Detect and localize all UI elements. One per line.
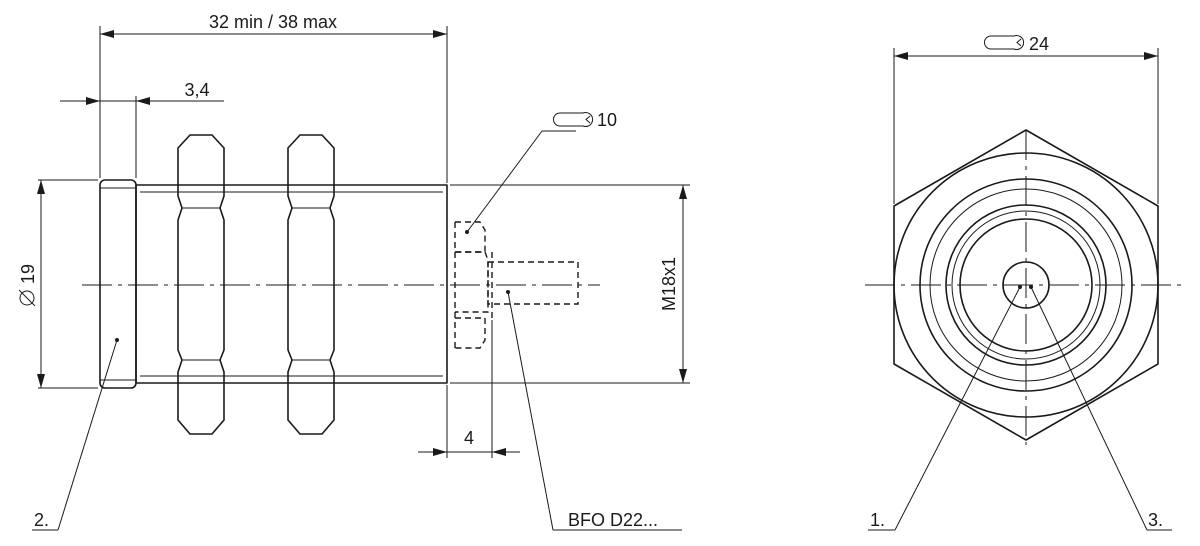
hidden-connector [454, 221, 579, 349]
accessory-label: BFO D22... [568, 510, 658, 530]
part-3-leader [1030, 286, 1148, 531]
wrench-24-label: 24 [1029, 34, 1049, 54]
hex-nut-1 [177, 134, 225, 435]
sensor-face-circle [1002, 261, 1050, 309]
wrench-icon-24 [984, 35, 1025, 50]
diameter-symbol-icon [19, 290, 35, 306]
flange-ring [99, 179, 137, 389]
part-1-label: 1. [870, 510, 885, 530]
ring-circle-3 [945, 204, 1107, 366]
flange-dim-label: 3,4 [184, 80, 209, 100]
length-dim-label: 32 min / 38 max [209, 12, 337, 32]
ring-circle-4 [951, 210, 1101, 360]
hex-nut-2 [287, 134, 335, 435]
thread-dim-label: M18x1 [659, 257, 679, 311]
threaded-body [135, 184, 448, 384]
part-2-leader [57, 339, 118, 531]
ring-circle-5 [959, 218, 1093, 352]
ring-circle-2 [929, 188, 1123, 382]
hex-outline [893, 129, 1159, 441]
outer-circle [893, 152, 1159, 418]
spacer-dim-label: 4 [464, 428, 474, 448]
accessory-leader [507, 291, 554, 531]
part-3-label: 3. [1148, 510, 1163, 530]
part-1-leader [894, 286, 1021, 531]
diameter-label-group: 19 [18, 264, 38, 307]
diameter-dim-label: 19 [18, 264, 38, 284]
part-2-label: 2. [34, 510, 49, 530]
ring-circle-1 [919, 178, 1133, 392]
front-view: 24 1. 3. [865, 34, 1185, 531]
side-view: 32 min / 38 max 3,4 19 M18x1 4 10 [18, 12, 690, 531]
wrench-10-leader [466, 130, 543, 233]
wrench-icon [553, 112, 594, 127]
wrench-10-label: 10 [597, 110, 617, 130]
